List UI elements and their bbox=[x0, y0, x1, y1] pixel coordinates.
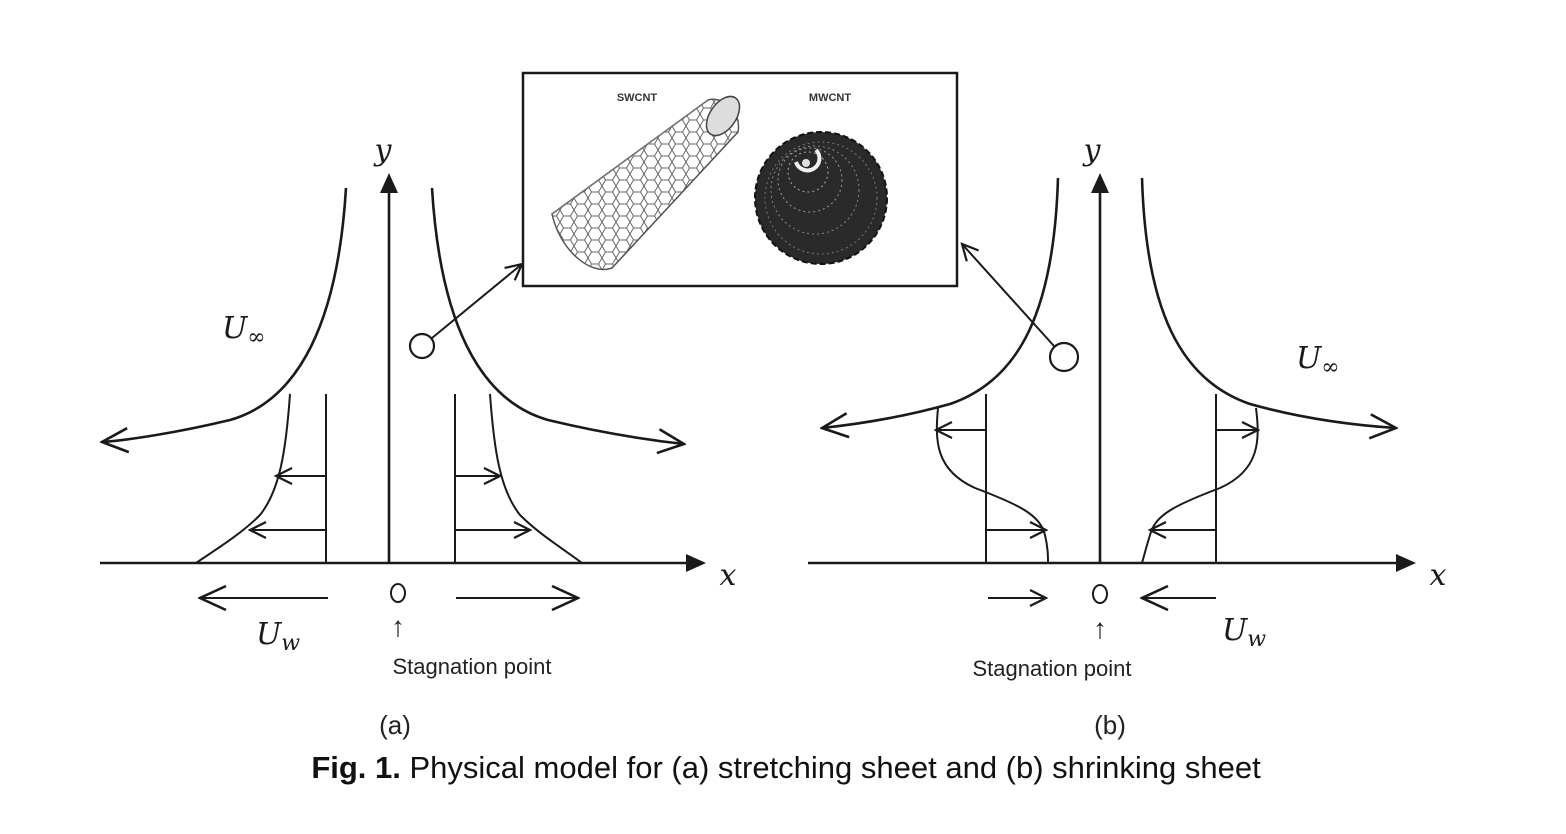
stagnation-label-b: Stagnation point bbox=[972, 656, 1131, 681]
stagnation-label-a: Stagnation point bbox=[392, 654, 551, 679]
panel-a: y x ↑ Stagnation point U∞ Uw (a) bbox=[100, 133, 737, 740]
mwcnt-label: MWCNT bbox=[809, 92, 851, 104]
u-infinity-label-b: U∞ bbox=[1296, 341, 1340, 380]
x-axis-label-b: x bbox=[1430, 558, 1447, 593]
y-axis-label-a: y bbox=[373, 133, 393, 168]
panel-tag-a: (a) bbox=[379, 710, 411, 740]
x-axis-label-a: x bbox=[720, 558, 737, 593]
u-wall-label-a: Uw bbox=[256, 617, 300, 656]
u-wall-label-b: Uw bbox=[1222, 613, 1266, 652]
streamline-right-a bbox=[430, 187, 684, 444]
nanotube-inset: SWCNT MWCNT bbox=[521, 71, 959, 288]
stagnation-point-marker-a bbox=[390, 583, 406, 603]
swcnt-illustration bbox=[551, 95, 741, 271]
nanoparticle-marker-a bbox=[408, 332, 436, 360]
streamline-left-a bbox=[102, 187, 348, 442]
u-infinity-label-a: U∞ bbox=[222, 311, 266, 350]
streamline-right-b bbox=[1140, 177, 1396, 428]
nanoparticle-marker-b bbox=[1048, 341, 1080, 373]
figure-caption: Fig. 1. Physical model for (a) stretchin… bbox=[311, 750, 1261, 785]
stagnation-point-marker-b bbox=[1092, 584, 1108, 604]
mwcnt-illustration bbox=[754, 131, 888, 265]
streamline-left-b bbox=[822, 177, 1060, 428]
panel-b: y x ↑ Stagnation point U∞ Uw (b) bbox=[808, 133, 1447, 740]
y-axis-label-b: y bbox=[1082, 133, 1102, 168]
stagnation-arrow-a: ↑ bbox=[391, 611, 405, 642]
stagnation-arrow-b: ↑ bbox=[1093, 613, 1107, 644]
panel-tag-b: (b) bbox=[1094, 710, 1126, 740]
swcnt-label: SWCNT bbox=[617, 92, 658, 104]
